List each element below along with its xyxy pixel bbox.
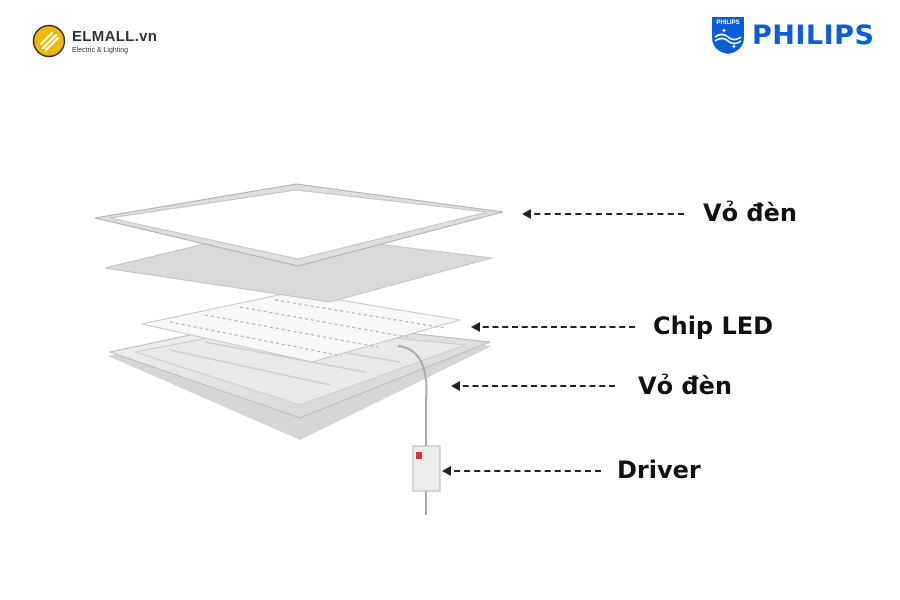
label-housing-bottom: Vỏ đèn bbox=[638, 372, 732, 400]
elmall-name: ELMALL.vn bbox=[72, 28, 158, 45]
label-housing-top: Vỏ đèn bbox=[703, 199, 797, 227]
led-chip-board bbox=[141, 291, 461, 363]
driver-box bbox=[412, 445, 441, 492]
philips-wordmark: PHILIPS bbox=[752, 19, 875, 51]
driver-cable bbox=[397, 345, 428, 515]
elmall-logo: ELMALL.vn Electric & Lighting bbox=[32, 24, 157, 58]
callout-arrow-housing-bottom bbox=[451, 381, 615, 391]
elmall-logo-icon bbox=[32, 24, 66, 58]
label-chip-led: Chip LED bbox=[653, 312, 774, 340]
callout-arrow-chip-led bbox=[471, 322, 635, 332]
callout-arrow-driver bbox=[442, 466, 601, 476]
philips-logo: PHILIPS ✦ ✦ PHILIPS bbox=[710, 15, 874, 55]
callout-arrow-housing-top bbox=[522, 209, 684, 219]
elmall-tagline: Electric & Lighting bbox=[72, 47, 129, 54]
svg-text:✦: ✦ bbox=[721, 27, 727, 35]
top-frame bbox=[94, 183, 504, 267]
label-driver: Driver bbox=[617, 456, 701, 484]
svg-text:PHILIPS: PHILIPS bbox=[716, 20, 739, 26]
philips-shield-icon: PHILIPS ✦ ✦ bbox=[712, 17, 744, 54]
svg-text:✦: ✦ bbox=[731, 43, 737, 51]
